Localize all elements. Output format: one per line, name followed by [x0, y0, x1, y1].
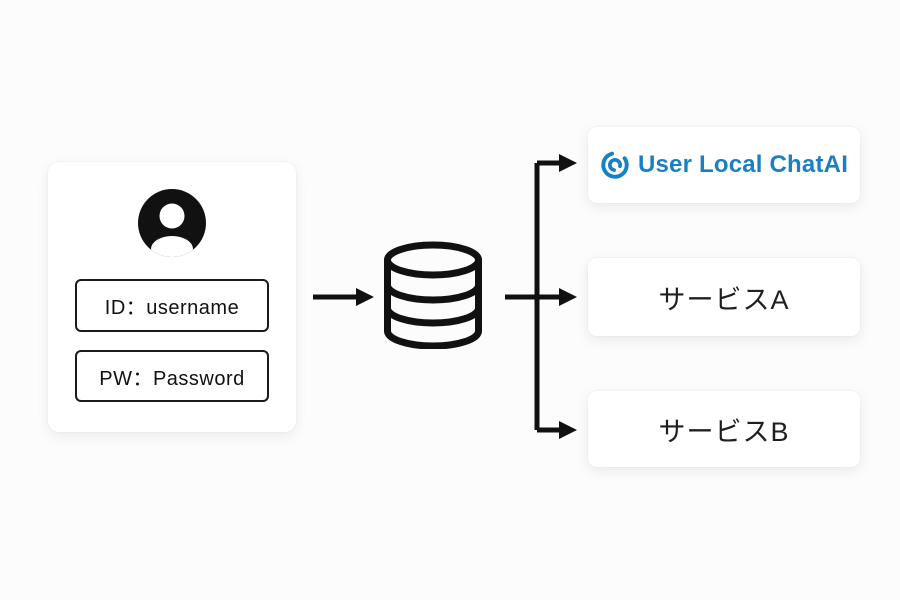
person-icon — [138, 189, 206, 257]
target-label-chatai: User Local ChatAI — [637, 151, 849, 178]
arrowhead-bottom — [559, 421, 577, 439]
id-field: ID：username — [75, 279, 269, 332]
user-credentials-card: ID：username PW：Password — [48, 162, 296, 432]
arrowhead-to-db — [356, 288, 374, 306]
pw-field-label: PW：Password — [99, 367, 245, 390]
arrowhead-middle — [559, 288, 577, 306]
userlocal-logo-icon — [601, 151, 629, 179]
target-userlocal-chatai: User Local ChatAI — [588, 127, 860, 203]
target-label-service-a: サービスA — [658, 284, 790, 315]
arrowhead-top — [559, 154, 577, 172]
pw-field: PW：Password — [75, 350, 269, 402]
userlocal-brand: User Local ChatAI — [600, 150, 848, 180]
target-label-service-b: サービスB — [658, 416, 790, 447]
target-service-b: サービスB — [588, 391, 860, 467]
database-icon — [384, 241, 482, 349]
id-field-label: ID：username — [104, 297, 240, 319]
target-service-a: サービスA — [588, 258, 860, 336]
